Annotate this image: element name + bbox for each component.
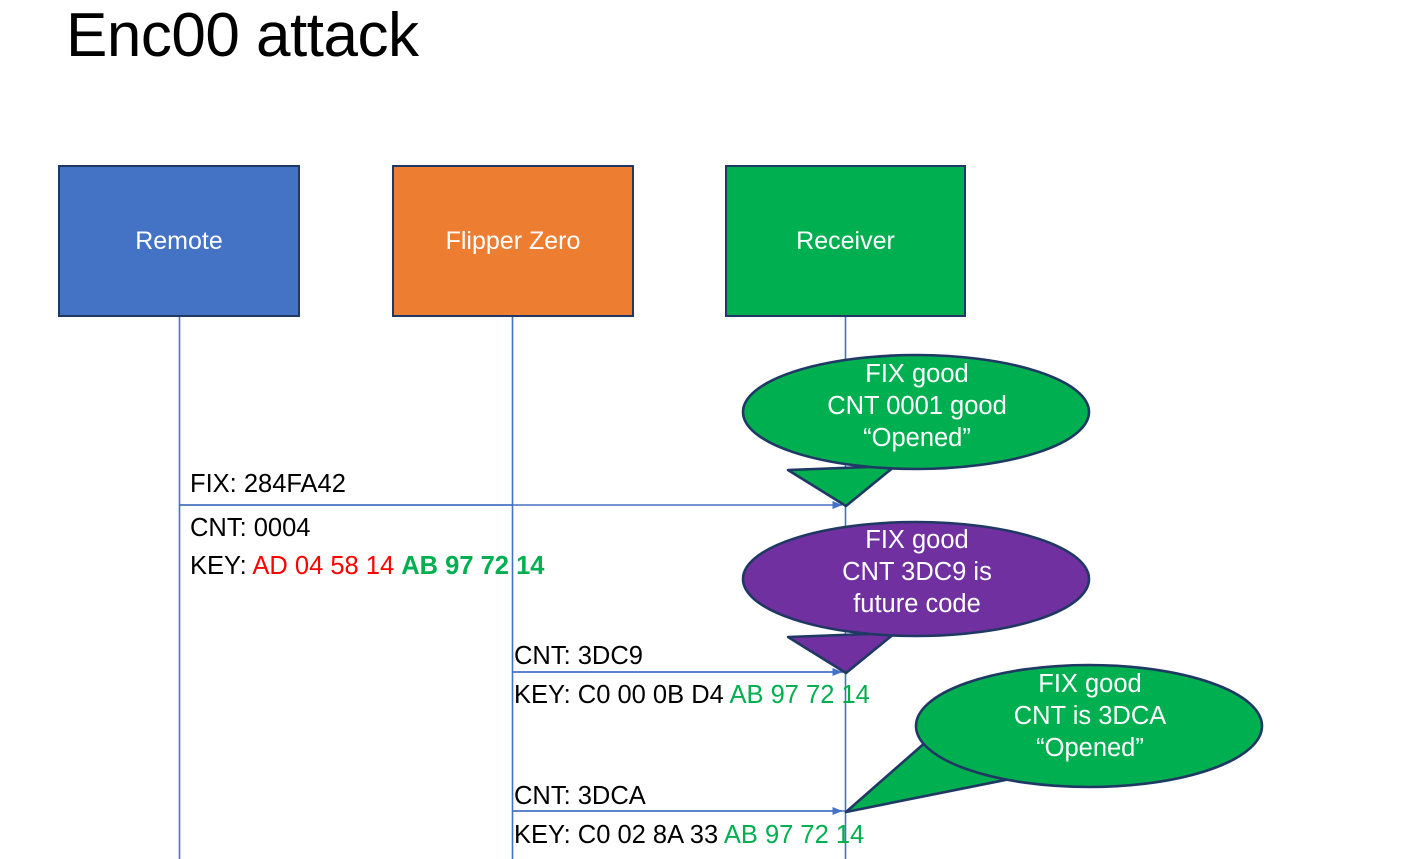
callout-1-text: FIX good CNT 0001 good “Opened” <box>757 358 1077 454</box>
callout-3-line-3: “Opened” <box>1036 734 1144 763</box>
callout-3-line-1: FIX good <box>1038 670 1142 698</box>
actor-label-flipper: Flipper Zero <box>445 227 581 255</box>
actor-label-receiver: Receiver <box>796 227 895 255</box>
actor-box-receiver[interactable]: Receiver <box>725 165 966 317</box>
callout-2-text: FIX good CNT 3DC9 is future code <box>757 524 1077 620</box>
message-3-key-part1: C0 02 8A 33 <box>577 821 719 849</box>
callout-2-line-1: FIX good <box>865 526 969 554</box>
message-1-key-part1: AD 04 58 14 <box>252 552 395 580</box>
message-1-key-part2: AB 97 72 14 <box>401 552 545 580</box>
callout-bubble-2 <box>741 520 1091 675</box>
message-1-key-prefix: KEY: <box>190 552 253 580</box>
message-3-cnt-line: CNT: 3DCA <box>514 782 646 810</box>
message-2-key-part2: AB 97 72 14 <box>729 681 870 709</box>
callout-bubble-3 <box>844 663 1264 814</box>
message-2-cnt-line: CNT: 3DC9 <box>514 642 643 670</box>
message-1-fix-line: FIX: 284FA42 <box>190 470 346 498</box>
message-2-key-part1: C0 00 0B D4 <box>577 681 724 709</box>
actor-box-remote[interactable]: Remote <box>58 165 300 317</box>
callout-1-line-1: FIX good <box>865 360 969 388</box>
callout-2-line-3: future code <box>853 590 981 619</box>
callout-1-line-2: CNT 0001 good <box>827 392 1007 421</box>
message-3-key-part2: AB 97 72 14 <box>723 821 865 849</box>
actor-label-remote: Remote <box>135 227 223 255</box>
message-3-key-line: KEY: C0 02 8A 33 AB 97 72 14 <box>514 820 864 851</box>
callout-3-text: FIX good CNT is 3DCA “Opened” <box>930 668 1250 764</box>
actor-box-flipper[interactable]: Flipper Zero <box>392 165 634 317</box>
message-2-key-line: KEY: C0 00 0B D4 AB 97 72 14 <box>514 680 870 711</box>
page-title: Enc00 attack <box>66 1 419 70</box>
callout-1-line-3: “Opened” <box>863 424 971 453</box>
message-2-key-prefix: KEY: <box>514 681 578 709</box>
callout-3-line-2: CNT is 3DCA <box>1013 702 1167 731</box>
message-1-key-line: KEY: AD 04 58 14 AB 97 72 14 <box>190 551 544 582</box>
message-3-key-prefix: KEY: <box>514 821 578 849</box>
callout-bubble-1 <box>741 353 1091 508</box>
callout-2-line-2: CNT 3DC9 is <box>842 558 992 587</box>
message-1-cnt-line: CNT: 0004 <box>190 514 311 542</box>
